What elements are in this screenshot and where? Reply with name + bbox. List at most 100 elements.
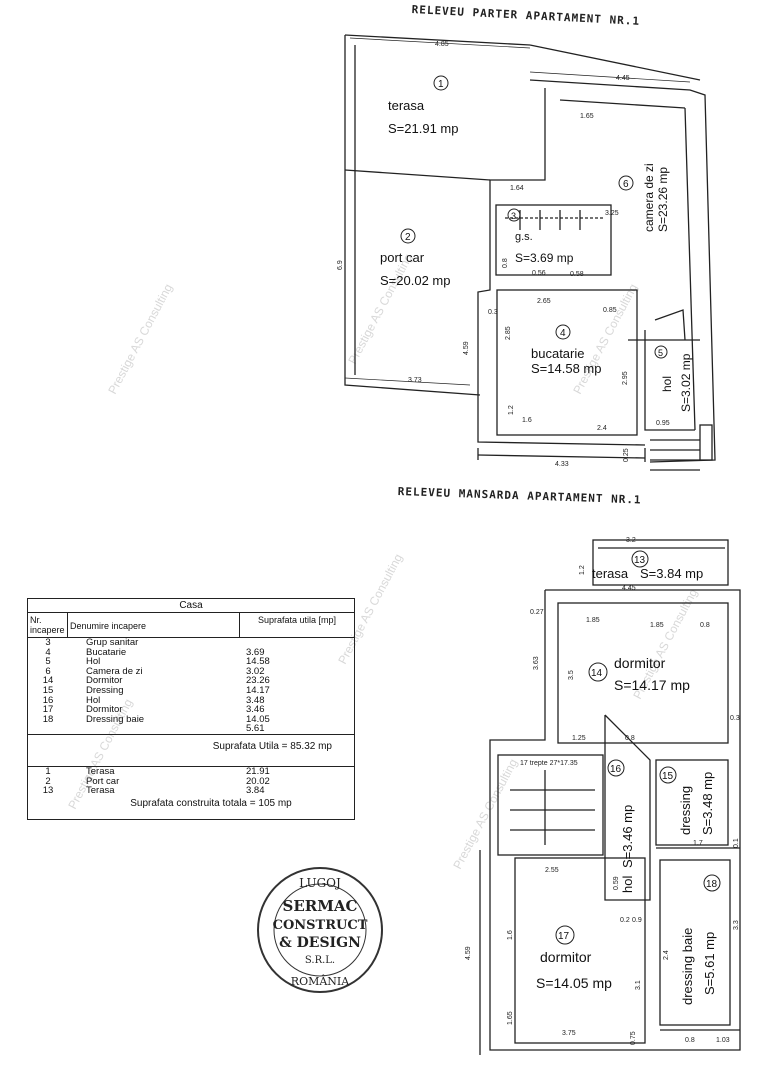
svg-text:0.3: 0.3 — [488, 309, 498, 316]
svg-text:1.85: 1.85 — [650, 622, 664, 629]
svg-text:0.25: 0.25 — [623, 448, 630, 462]
svg-text:4.59: 4.59 — [465, 946, 472, 960]
svg-text:0.59: 0.59 — [613, 876, 620, 890]
svg-text:4.45: 4.45 — [616, 75, 630, 82]
svg-text:1.65: 1.65 — [580, 113, 594, 120]
svg-text:6.9: 6.9 — [337, 260, 344, 270]
svg-text:0.27: 0.27 — [530, 609, 544, 616]
svg-text:LUGOJ: LUGOJ — [299, 876, 341, 890]
svg-text:0.8: 0.8 — [502, 258, 509, 268]
svg-text:1.64: 1.64 — [510, 185, 524, 192]
table-row: 5.61 — [246, 723, 265, 735]
svg-text:dressing baie: dressing baie — [680, 928, 695, 1005]
built-area-total: Suprafata construita totala = 105 mp — [130, 797, 292, 809]
svg-text:2.4: 2.4 — [597, 425, 607, 432]
svg-text:camera de zi: camera de zi — [642, 163, 656, 232]
svg-text:2.4: 2.4 — [663, 950, 670, 960]
svg-text:0.3: 0.3 — [730, 715, 740, 722]
watermark-text: Prestige AS Consulting — [105, 281, 175, 396]
svg-text:dressing: dressing — [678, 786, 693, 835]
svg-text:S=20.02 mp: S=20.02 mp — [380, 273, 450, 288]
svg-text:S=3.84 mp: S=3.84 mp — [640, 566, 703, 581]
svg-text:1: 1 — [438, 79, 444, 90]
svg-text:14: 14 — [591, 668, 603, 679]
svg-text:0.8: 0.8 — [685, 1037, 695, 1044]
svg-text:3.63: 3.63 — [533, 656, 540, 670]
useful-area-total: Suprafata Utila = 85.32 mp — [28, 733, 354, 767]
svg-text:2.85: 2.85 — [505, 326, 512, 340]
svg-text:3.1: 3.1 — [635, 980, 642, 990]
svg-text:0.95: 0.95 — [656, 420, 670, 427]
svg-text:6: 6 — [623, 179, 629, 190]
ground-floor-plan — [344, 34, 716, 471]
svg-text:1.6: 1.6 — [507, 930, 514, 940]
svg-text:g.s.: g.s. — [515, 231, 533, 243]
svg-text:S=3.46 mp: S=3.46 mp — [620, 805, 635, 868]
svg-text:16: 16 — [610, 764, 622, 775]
svg-text:3.25: 3.25 — [605, 210, 619, 217]
svg-text:terasa: terasa — [388, 98, 425, 113]
watermark-text: Prestige AS Consulting — [345, 251, 415, 366]
svg-text:4.33: 4.33 — [555, 461, 569, 468]
ground-dimensions: 4.85 4.45 1.65 1.64 3.25 2.65 0.85 2.85 … — [337, 41, 670, 468]
svg-text:0.9: 0.9 — [632, 917, 642, 924]
svg-text:S=14.17 mp: S=14.17 mp — [614, 677, 690, 693]
header-nr: Nr. incapere — [28, 613, 68, 637]
header-name: Denumire incapere — [68, 613, 240, 637]
svg-text:0.1: 0.1 — [733, 838, 740, 848]
svg-text:2: 2 — [405, 232, 411, 243]
svg-text:S=3.69 mp: S=3.69 mp — [515, 251, 574, 265]
svg-text:S=3.02 mp: S=3.02 mp — [679, 353, 693, 412]
svg-text:SERMAC: SERMAC — [283, 897, 358, 915]
svg-text:2.55: 2.55 — [545, 867, 559, 874]
svg-text:0.8: 0.8 — [700, 622, 710, 629]
watermark-text: Prestige AS Consulting — [450, 756, 520, 871]
svg-text:1.6: 1.6 — [522, 417, 532, 424]
svg-text:3.2: 3.2 — [626, 537, 636, 544]
svg-text:S=5.61 mp: S=5.61 mp — [702, 932, 717, 995]
svg-text:3.5: 3.5 — [568, 670, 575, 680]
svg-text:3.73: 3.73 — [408, 377, 422, 384]
company-stamp: LUGOJ SERMAC CONSTRUCT & DESIGN S.R.L. R… — [257, 867, 383, 993]
svg-text:hol: hol — [660, 376, 674, 392]
svg-text:bucatarie: bucatarie — [531, 346, 584, 361]
table-header: Nr. incapere Denumire incapere Suprafata… — [28, 613, 354, 638]
svg-text:1.7: 1.7 — [693, 840, 703, 847]
area-schedule-table: Casa Nr. incapere Denumire incapere Supr… — [27, 598, 355, 820]
svg-text:0.2: 0.2 — [620, 917, 630, 924]
svg-text:3: 3 — [511, 211, 516, 221]
svg-text:1.65: 1.65 — [507, 1011, 514, 1025]
svg-text:S=14.05 mp: S=14.05 mp — [536, 975, 612, 991]
attic-room-labels: 13 terasa S=3.84 mp 14 dormitor S=14.17 … — [536, 550, 721, 1005]
svg-text:CONSTRUCT: CONSTRUCT — [273, 918, 368, 933]
svg-text:1.03: 1.03 — [716, 1037, 730, 1044]
svg-text:& DESIGN: & DESIGN — [279, 935, 361, 951]
svg-text:1.85: 1.85 — [586, 617, 600, 624]
svg-text:2.65: 2.65 — [537, 298, 551, 305]
svg-text:0.58: 0.58 — [570, 271, 584, 278]
svg-text:dormitor: dormitor — [540, 949, 592, 965]
svg-text:2.95: 2.95 — [622, 371, 629, 385]
svg-text:13: 13 — [634, 555, 646, 566]
svg-text:0.8: 0.8 — [625, 735, 635, 742]
svg-text:dormitor: dormitor — [614, 655, 666, 671]
svg-text:terasa: terasa — [592, 566, 629, 581]
svg-text:S=21.91 mp: S=21.91 mp — [388, 121, 458, 136]
svg-text:3.3: 3.3 — [733, 920, 740, 930]
svg-text:4.85: 4.85 — [435, 41, 449, 48]
svg-text:3.75: 3.75 — [562, 1030, 576, 1037]
svg-text:4: 4 — [560, 328, 566, 339]
svg-text:S=23.26 mp: S=23.26 mp — [656, 167, 670, 232]
svg-text:18: 18 — [706, 879, 718, 890]
